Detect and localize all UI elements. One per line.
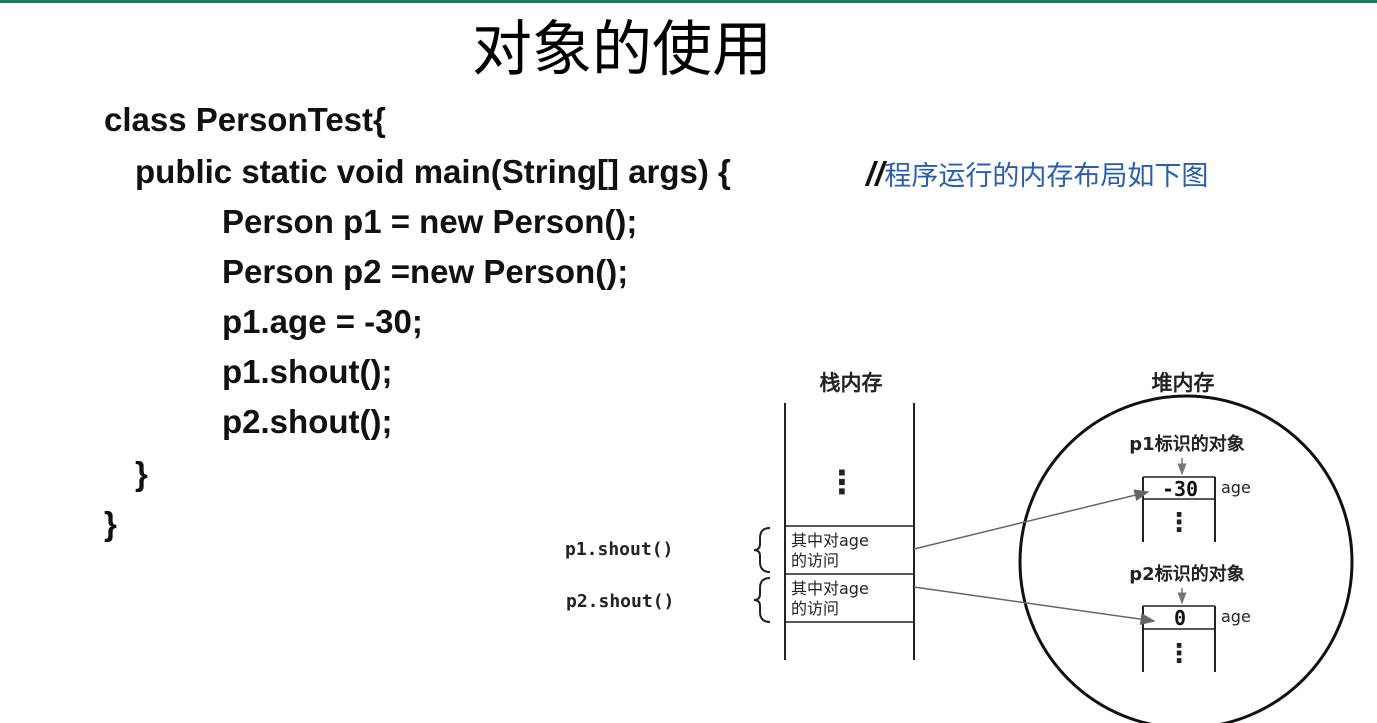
code-comment: //程序运行的内存布局如下图 xyxy=(866,154,1208,201)
code-line-p2-new: Person p2 =new Person(); xyxy=(222,253,629,290)
p2-object-ellipsis: ⋮ xyxy=(1166,639,1192,669)
call-brace-p1 xyxy=(753,527,771,573)
stack-frame-2-line1: 其中对age xyxy=(791,579,869,598)
comment-slashes: // xyxy=(866,155,885,192)
stack-memory-label: 栈内存 xyxy=(820,371,883,395)
stack-frame-1-line2: 的访问 xyxy=(791,551,839,570)
p1-object-label: p1标识的对象 xyxy=(1129,433,1244,455)
p2-age-field-label: age xyxy=(1221,607,1251,626)
stack-frame-2-line2: 的访问 xyxy=(791,599,839,618)
code-line-class-declaration: class PersonTest{ xyxy=(104,101,386,138)
code-line-main-method: public static void main(String[] args) { xyxy=(135,153,731,190)
heap-circle xyxy=(1018,394,1354,723)
code-line-p1-age: p1.age = -30; xyxy=(222,303,423,340)
call-label-p2-shout: p2.shout() xyxy=(566,591,674,612)
p1-age-value: -30 xyxy=(1162,477,1198,501)
page-title: 对象的使用 xyxy=(472,15,772,85)
top-accent-bar xyxy=(0,0,1377,3)
p2-object-label: p2标识的对象 xyxy=(1129,563,1244,585)
p2-age-value: 0 xyxy=(1174,606,1186,630)
code-line-p2-shout: p2.shout(); xyxy=(222,403,393,440)
p1-age-field-label: age xyxy=(1221,478,1251,497)
comment-text: 程序运行的内存布局如下图 xyxy=(884,161,1209,192)
p2-access-arrow xyxy=(913,586,1156,626)
p1-object-ellipsis: ⋮ xyxy=(1166,508,1192,538)
code-line-p1-shout: p1.shout(); xyxy=(222,353,393,390)
heap-memory-label: 堆内存 xyxy=(1152,371,1215,395)
stack-ellipsis: ⋮ xyxy=(826,463,858,501)
code-line-main-close: } xyxy=(135,455,148,492)
call-label-p1-shout: p1.shout() xyxy=(565,539,673,560)
p1-access-arrow xyxy=(913,489,1150,550)
code-line-class-close: } xyxy=(104,505,117,542)
call-brace-p2 xyxy=(753,577,771,623)
stack-frame-1-line1: 其中对age xyxy=(791,531,869,550)
code-line-p1-new: Person p1 = new Person(); xyxy=(222,203,638,240)
